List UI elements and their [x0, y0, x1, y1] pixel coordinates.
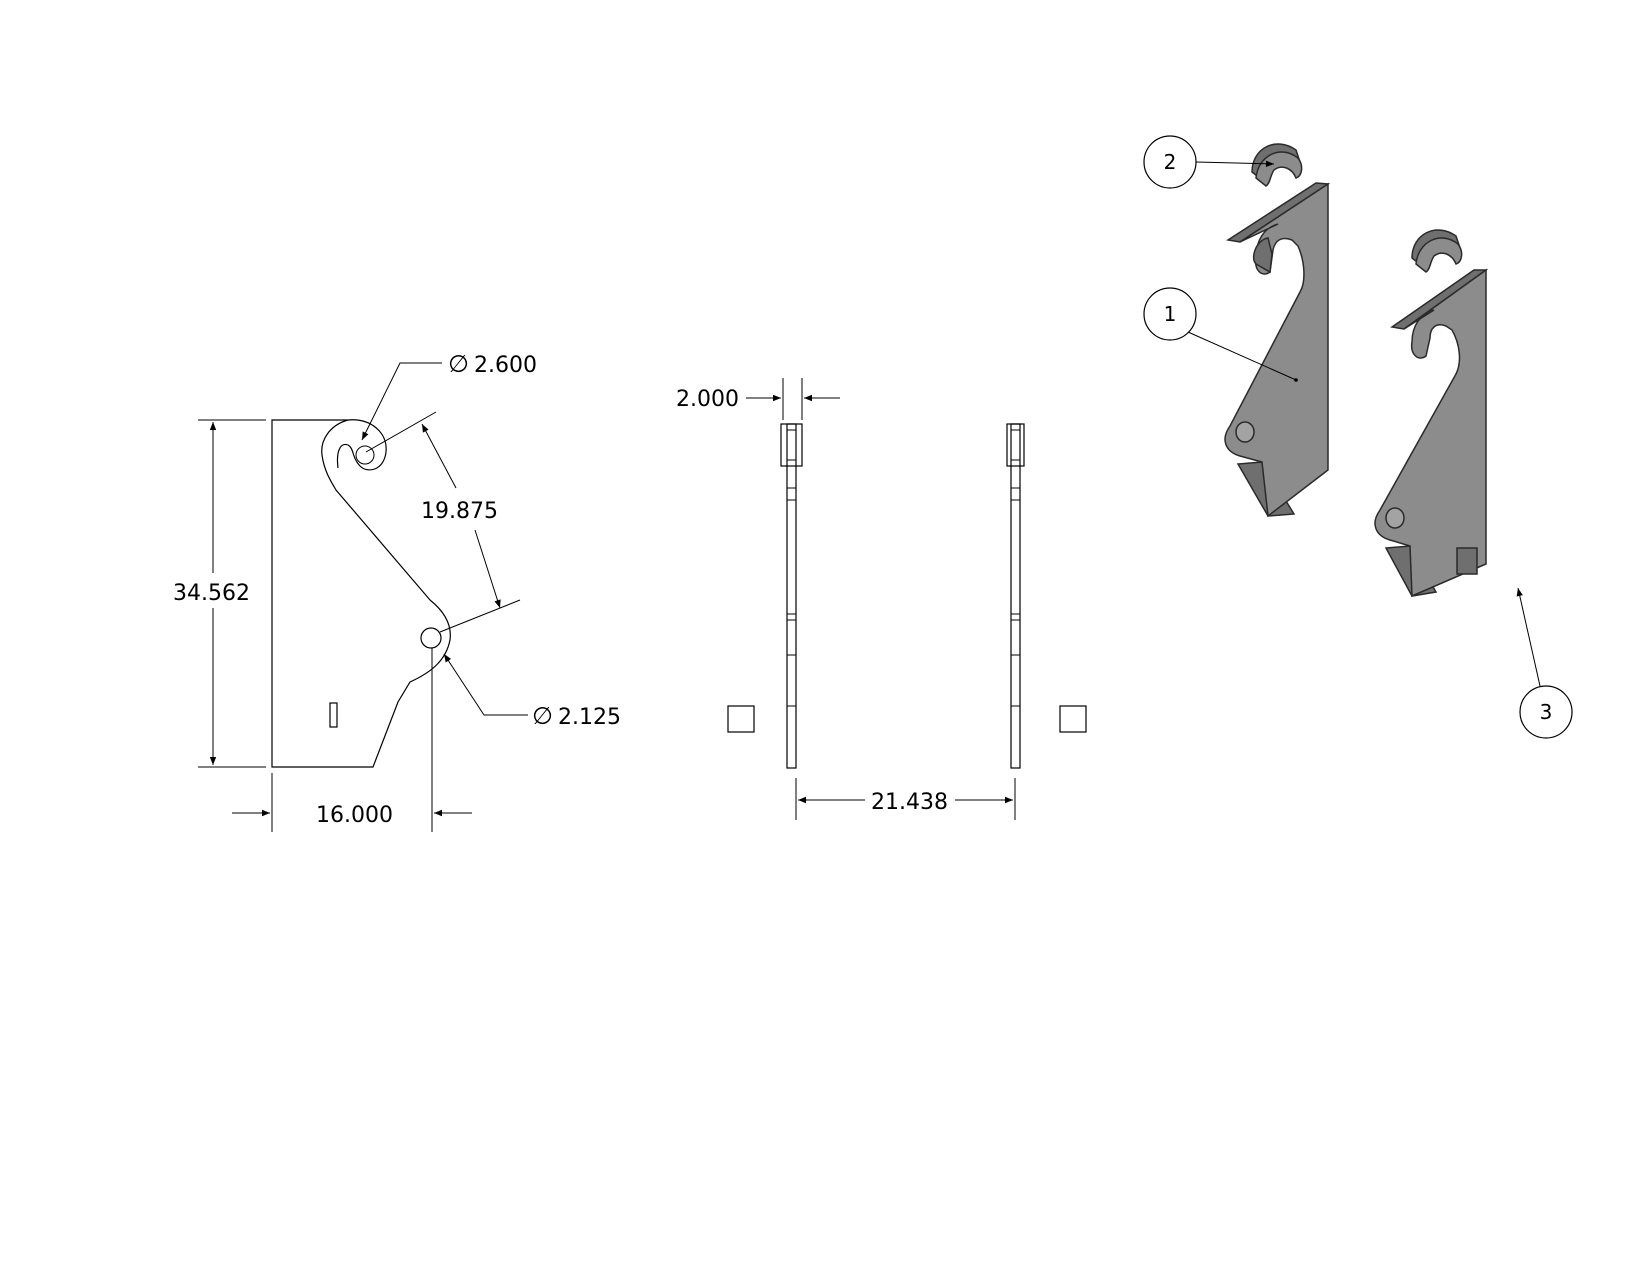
height-dimension: 34.562 [173, 581, 250, 606]
hook-diameter-symbol: ∅ [448, 350, 469, 378]
thickness-dimension: 2.000 [676, 387, 739, 412]
width-dimension: 16.000 [316, 803, 393, 828]
spacing-dimension: 21.438 [871, 790, 948, 815]
balloon-3-leader [1516, 587, 1541, 687]
center-distance-dimension: 19.875 [421, 499, 498, 524]
center-dim-arrow-bottom [474, 529, 501, 609]
balloon-3 [1519, 685, 1573, 739]
balloon-1-label: 1 [1164, 302, 1177, 326]
isometric-view: 2 1 3 [1143, 135, 1573, 739]
balloon-2-label: 2 [1164, 150, 1177, 174]
balloon-1-leader [1187, 331, 1297, 381]
balloon-1 [1143, 287, 1197, 341]
isometric-plate-1 [1224, 182, 1331, 518]
right-tab-square [1059, 705, 1087, 733]
center-dim-arrow-top [421, 423, 457, 489]
tab-slot [329, 702, 338, 728]
front-view: 34.562 16.000 19.875 ∅ 2.600 ∅ 2.125 [173, 350, 621, 832]
hook-slot [336, 419, 387, 471]
left-tab-square [727, 705, 755, 733]
balloon-2-leader [1195, 160, 1275, 167]
right-plate-edge [1006, 423, 1025, 769]
hook-diameter-dimension: 2.600 [474, 353, 537, 378]
side-view: 2.000 21.438 [676, 378, 1087, 820]
hole-diameter-dimension: 2.125 [558, 705, 621, 730]
hole-diameter-symbol: ∅ [532, 702, 553, 730]
isometric-tab-3 [1456, 547, 1478, 575]
pivot-hole [420, 627, 442, 649]
balloon-3-label: 3 [1540, 700, 1553, 724]
isometric-plate-back [1374, 268, 1489, 598]
isometric-hook-insert-back [1411, 229, 1463, 273]
hole-diameter-leader [443, 653, 528, 716]
hook-diameter-leader [361, 362, 442, 441]
left-plate-edge [780, 423, 803, 769]
plate-outline [271, 419, 451, 768]
hook-center-hole [355, 445, 375, 465]
isometric-hook-insert-2 [1251, 143, 1303, 187]
